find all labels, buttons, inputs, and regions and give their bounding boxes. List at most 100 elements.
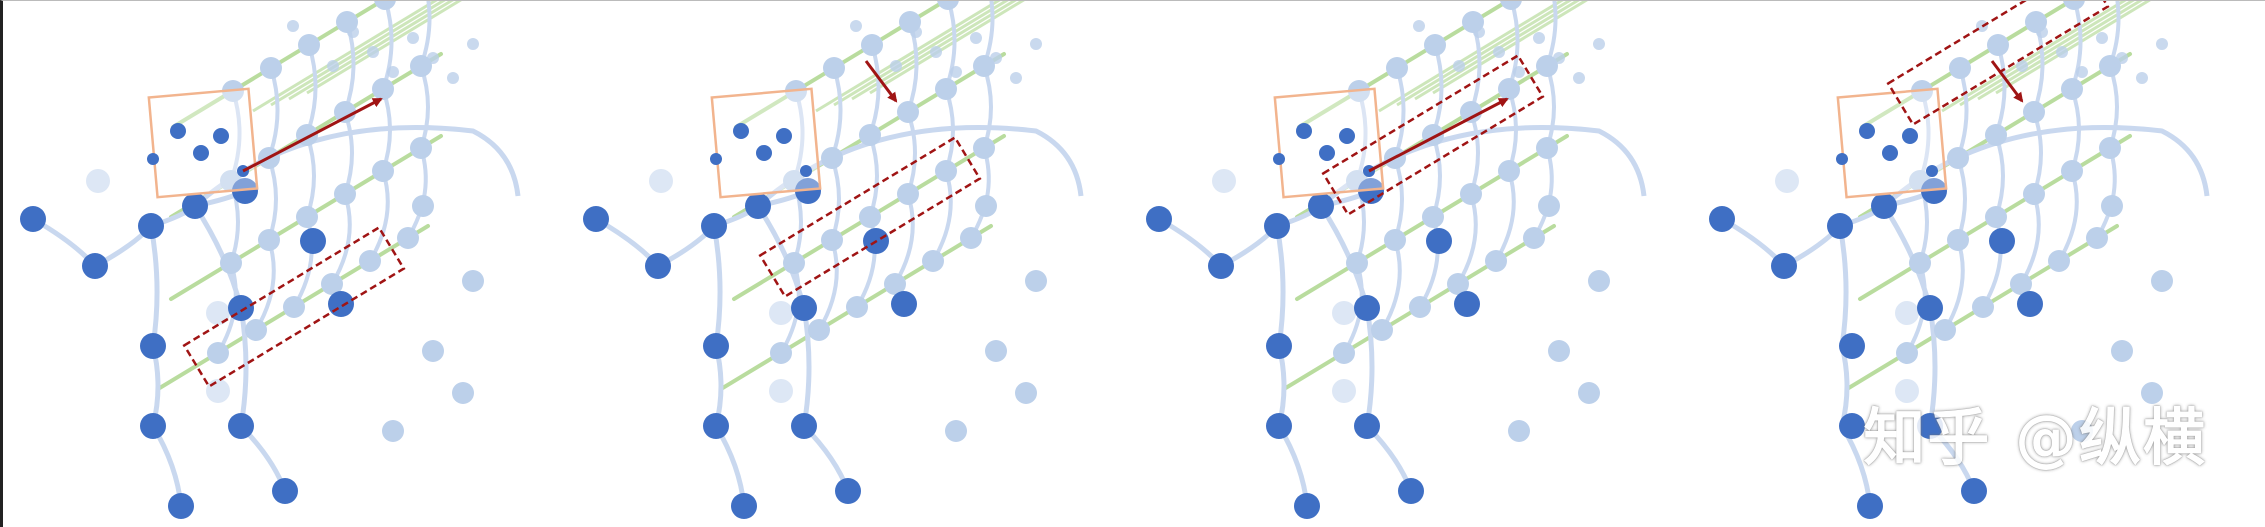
lattice-link	[801, 307, 812, 427]
lattice-link	[2057, 170, 2079, 263]
lattice-node	[2036, 26, 2048, 38]
lattice-node	[1030, 38, 1042, 50]
lattice-node	[410, 137, 432, 159]
lattice-node	[1025, 270, 1047, 292]
lattice-node	[2010, 273, 2032, 295]
lattice-node	[1422, 206, 1444, 228]
tile-box	[710, 87, 822, 199]
active-node	[1857, 493, 1883, 519]
active-node	[1354, 295, 1380, 321]
active-node	[140, 413, 166, 439]
lattice-link	[1839, 345, 1850, 427]
active-node	[140, 333, 166, 359]
lattice-link	[830, 157, 841, 241]
lattice-node	[1934, 319, 1956, 341]
active-node	[1354, 413, 1380, 439]
lattice-node	[990, 52, 1002, 64]
lattice-node	[935, 160, 957, 182]
tile-box	[147, 87, 259, 199]
lattice-node	[1409, 296, 1431, 318]
lattice-node	[1498, 78, 1520, 100]
direction-arrow	[864, 60, 898, 103]
lattice-node-faded	[769, 301, 793, 325]
lattice-node	[897, 183, 919, 205]
watermark-text: 知乎 @纵横	[1863, 401, 2207, 474]
tile-qubit	[213, 128, 229, 144]
lattice-link	[1956, 157, 1967, 241]
active-node	[182, 193, 208, 219]
lattice-link	[1494, 170, 1516, 263]
lattice-node	[2048, 250, 2070, 272]
lattice-node	[2086, 227, 2108, 249]
lattice-node	[910, 26, 922, 38]
lattice-node	[960, 227, 982, 249]
lattice-node	[397, 227, 419, 249]
panel-step-2	[583, 1, 1084, 519]
lattice-node	[2096, 32, 2108, 44]
lattice-node	[283, 296, 305, 318]
lattice-node	[1985, 206, 2007, 228]
coupling-link	[1995, 1, 2151, 95]
lattice-link	[893, 193, 915, 286]
lattice-node	[1985, 124, 2007, 146]
lattice-node	[1536, 137, 1558, 159]
active-node	[1266, 333, 1292, 359]
active-node	[1358, 178, 1384, 204]
active-node	[745, 193, 771, 219]
active-node	[731, 493, 757, 519]
lattice-link	[1380, 239, 1402, 332]
panel-step-1	[20, 1, 521, 519]
lattice-node-faded	[769, 379, 793, 403]
active-node	[795, 178, 821, 204]
lattice-node	[985, 340, 1007, 362]
lattice-node	[1371, 319, 1393, 341]
panel-step-4	[1709, 1, 2210, 519]
coupling-link	[1378, 1, 1564, 113]
lattice-node-faded	[1895, 301, 1919, 325]
active-node	[272, 478, 298, 504]
lattice-link	[711, 225, 723, 347]
lattice-node	[1473, 26, 1485, 38]
lattice-node	[367, 46, 379, 58]
tile-qubit	[1319, 145, 1335, 161]
active-node	[1208, 253, 1234, 279]
lattice-link	[267, 67, 280, 159]
active-node	[1989, 228, 2015, 254]
lattice-link	[817, 239, 839, 332]
lattice-node	[950, 66, 962, 78]
lattice-node	[296, 206, 318, 228]
active-node	[82, 253, 108, 279]
active-node	[1454, 291, 1480, 317]
tile-box	[1836, 87, 1948, 199]
lattice-node	[937, 1, 959, 10]
lattice-node	[1384, 229, 1406, 251]
lattice-node-faded	[649, 169, 673, 193]
lattice-node	[334, 101, 356, 123]
lattice-node	[930, 46, 942, 58]
lattice-node	[1413, 20, 1425, 32]
lattice-node	[859, 124, 881, 146]
lattice-node	[410, 55, 432, 77]
lattice-node	[1947, 229, 1969, 251]
direction-arrow	[242, 97, 383, 173]
lattice-link	[982, 65, 993, 149]
active-node	[328, 291, 354, 317]
lattice-node-faded	[206, 379, 230, 403]
active-node	[1294, 493, 1320, 519]
tile-box	[1273, 87, 1385, 199]
lattice-node	[1548, 340, 1570, 362]
lattice-node	[2156, 38, 2168, 50]
lattice-node-faded	[86, 169, 110, 193]
direction-arrow	[1990, 60, 2024, 103]
lattice-node	[207, 342, 229, 364]
lattice-link	[343, 111, 354, 195]
lattice-node	[2141, 382, 2163, 404]
lattice-node	[890, 60, 902, 72]
active-node	[20, 206, 46, 232]
highlight-box	[1886, 1, 2110, 127]
lattice-node	[1485, 250, 1507, 272]
lattice-link	[2108, 65, 2119, 149]
lattice-node	[258, 229, 280, 251]
lattice-node	[382, 420, 404, 442]
lattice-link	[756, 125, 1084, 208]
